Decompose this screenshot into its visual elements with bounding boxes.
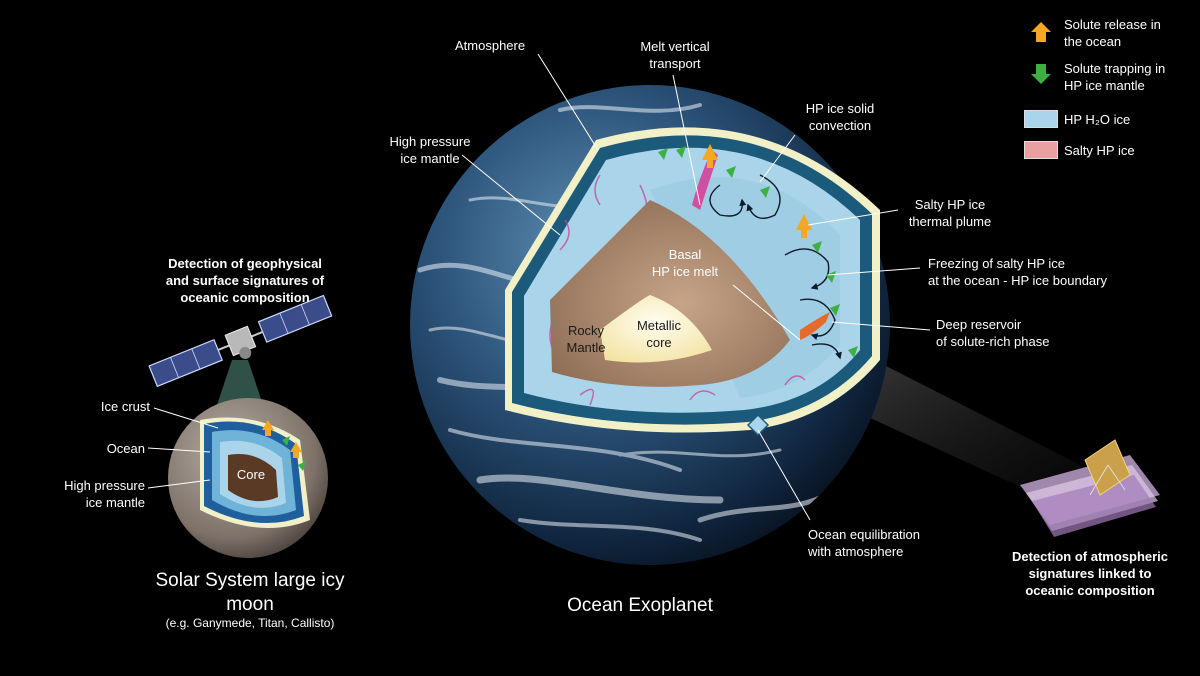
label-hp-convection: HP ice solid convection — [805, 101, 875, 133]
telescope-detection-text: Detection of atmospheric signatures link… — [1011, 549, 1169, 598]
legend-hp-ice-label: HP H₂O ice — [1064, 112, 1131, 127]
label-salty-plume: Salty HP ice thermal plume — [908, 197, 992, 229]
label-ocean: Ocean — [106, 441, 145, 456]
legend-hp-ice-swatch — [1024, 110, 1058, 128]
label-basal-melt: Basal HP ice melt — [651, 247, 719, 279]
icy-moon — [168, 360, 328, 558]
observation-beam — [820, 345, 1090, 505]
label-moon-hp-mantle: High pressure ice mantle — [64, 478, 145, 510]
label-moon-core: Core — [236, 467, 266, 482]
label-deep-reservoir: Deep reservoir of solute-rich phase — [936, 317, 1050, 349]
legend-salty-ice-swatch — [1024, 141, 1058, 159]
label-ice-crust: Ice crust — [100, 399, 150, 414]
legend-trapping-arrow — [1031, 64, 1051, 84]
label-high-pressure-mantle: High pressure ice mantle — [389, 134, 471, 166]
label-freezing: Freezing of salty HP ice at the ocean - … — [928, 256, 1107, 288]
label-rocky-mantle: Rocky Mantle — [566, 323, 606, 355]
legend-release-arrow — [1031, 22, 1051, 42]
legend-salty-ice-label: Salty HP ice — [1064, 143, 1135, 158]
label-equilibration: Ocean equilibration with atmosphere — [808, 527, 921, 559]
label-metallic-core: Metallic core — [636, 318, 682, 350]
label-atmosphere: Atmosphere — [455, 38, 526, 53]
exoplanet-title: Ocean Exoplanet — [567, 595, 713, 616]
legend-trapping-label: Solute trapping in HP ice mantle — [1064, 61, 1166, 93]
label-melt-transport: Melt vertical transport — [640, 39, 710, 71]
legend-release-label: Solute release in the ocean — [1064, 17, 1161, 49]
moon-detection-text: Detection of geophysical and surface sig… — [165, 256, 325, 305]
exoplanet-cutaway — [505, 127, 880, 437]
moon-examples: (e.g. Ganymede, Titan, Callisto) — [165, 616, 335, 630]
moon-title: Solar System large icy moon — [155, 570, 345, 615]
satellite — [148, 294, 333, 388]
space-telescope — [1020, 439, 1160, 537]
